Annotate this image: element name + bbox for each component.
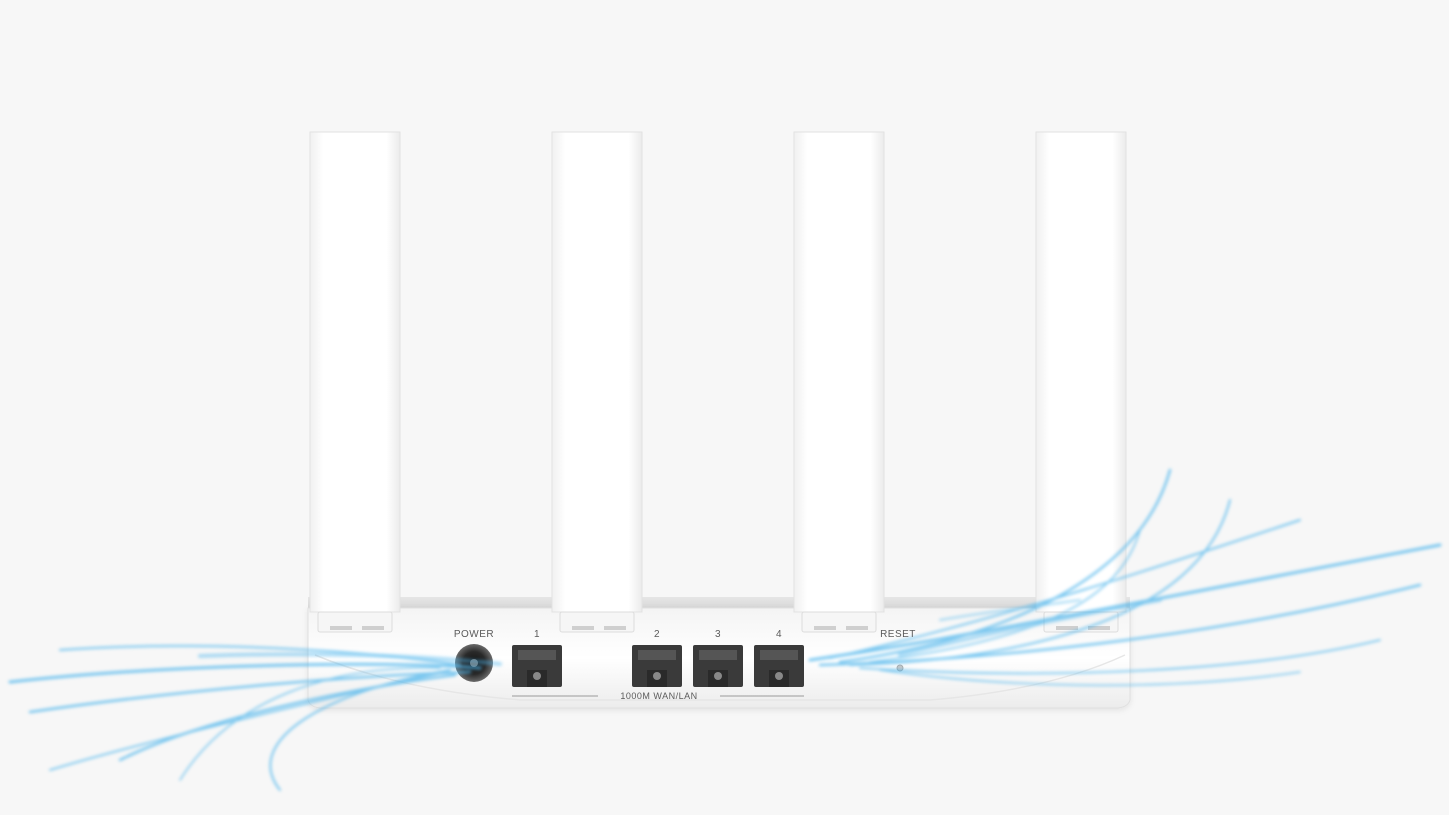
airflow-left (8, 644, 502, 791)
ethernet-port-3 (693, 645, 743, 687)
wan-lan-label: 1000M WAN/LAN (620, 691, 698, 701)
ethernet-port-1 (512, 645, 562, 687)
antenna-1 (309, 131, 401, 633)
ethernet-port-2 (632, 645, 682, 687)
antenna-4 (1035, 131, 1127, 633)
reset-label: RESET (880, 629, 916, 640)
port-1-label: 1 (533, 629, 541, 640)
port-3-label: 3 (714, 629, 722, 640)
port-4-label: 4 (775, 629, 783, 640)
antenna-3 (793, 131, 885, 633)
airflow-right (808, 468, 1442, 687)
power-label: POWER (453, 629, 495, 640)
router-body-bevel (314, 654, 1126, 701)
antenna-2 (551, 131, 643, 633)
port-2-label: 2 (653, 629, 661, 640)
ethernet-port-4 (754, 645, 804, 687)
